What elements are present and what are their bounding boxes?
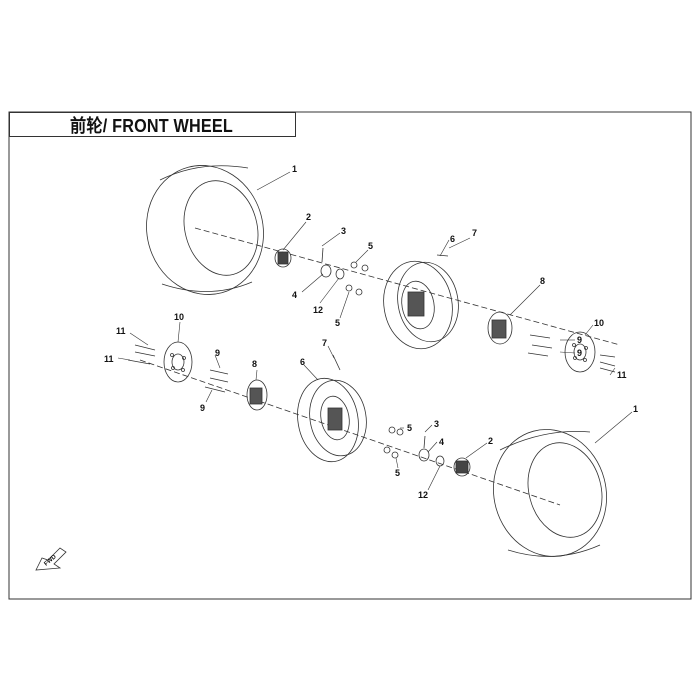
callout-tire-top: 1	[292, 164, 297, 174]
rim-top	[383, 260, 459, 350]
diagram-border	[8, 111, 692, 600]
callout-bolt-left-a: 11	[116, 326, 126, 336]
callout-valve-stem-top: 7	[472, 228, 477, 238]
callout-valve-bottom: 3	[434, 419, 439, 429]
callout-spacer-bottom: 12	[418, 490, 428, 500]
spacer-bottom	[435, 455, 445, 467]
valve-top	[321, 247, 324, 263]
callout-valve-top: 3	[341, 226, 346, 236]
leader-lines	[117, 171, 633, 491]
bolts-left	[127, 344, 156, 365]
callout-nut-bottom-b: 5	[395, 468, 400, 478]
washer-top	[320, 264, 332, 278]
axle-line-bottom	[139, 359, 561, 506]
valve-bottom	[423, 435, 426, 449]
callout-nut-top-a: 5	[368, 241, 373, 251]
callout-bolt-right: 11	[617, 370, 627, 380]
axle-line-top	[194, 227, 621, 346]
disc-right	[564, 331, 596, 373]
callout-disc-left: 10	[174, 312, 184, 322]
callout-nut-bottom-a: 5	[407, 423, 412, 433]
hub-right	[487, 311, 513, 345]
callout-stud-left-a: 9	[215, 348, 220, 358]
callout-stud-right-a: 9	[577, 335, 582, 345]
bolts-right	[599, 354, 616, 373]
callout-bolt-left-b: 11	[104, 354, 114, 364]
studs-right	[527, 334, 553, 357]
callout-hub-cap-top: 2	[306, 212, 311, 222]
rim-bottom	[297, 377, 367, 463]
callout-hub-right: 8	[540, 276, 545, 286]
fwd-arrow-icon	[35, 547, 67, 571]
callout-valve-stem-bottom: 7	[322, 338, 327, 348]
title-box: 前轮/ FRONT WHEEL	[9, 112, 296, 137]
hub-cap-bottom	[453, 457, 471, 477]
callout-disc-right: 10	[594, 318, 604, 328]
callout-stud-left-b: 9	[200, 403, 205, 413]
tire-top	[146, 165, 264, 295]
nuts-top	[345, 261, 369, 296]
tire-bottom	[493, 429, 607, 557]
washer-bottom	[418, 448, 430, 462]
nuts-bottom	[383, 426, 404, 459]
studs-left	[204, 369, 229, 393]
hub-cap-top	[274, 248, 292, 268]
callout-rim-top: 6	[450, 234, 455, 244]
callout-rim-bottom: 6	[300, 357, 305, 367]
callout-hub-left: 8	[252, 359, 257, 369]
valve-stem-top	[436, 254, 449, 257]
callout-washer-bottom: 4	[439, 437, 444, 447]
callout-tire-bottom: 1	[633, 404, 638, 414]
callout-hub-cap-bottom: 2	[488, 436, 493, 446]
diagram-title: 前轮/ FRONT WHEEL	[70, 115, 233, 136]
callout-washer-top: 4	[292, 290, 297, 300]
disc-left	[163, 341, 193, 383]
hub-left	[246, 379, 268, 411]
callout-spacer-top: 12	[313, 305, 323, 315]
spacer-top	[335, 268, 345, 280]
valve-stem-bottom	[332, 354, 341, 371]
callout-labels: 1 2 3 4 5 12 5 6 7 8 10 9 9 11 10 11 11 …	[43, 164, 638, 568]
callout-nut-top-b: 5	[335, 318, 340, 328]
callout-stud-right-b: 9	[577, 348, 582, 358]
